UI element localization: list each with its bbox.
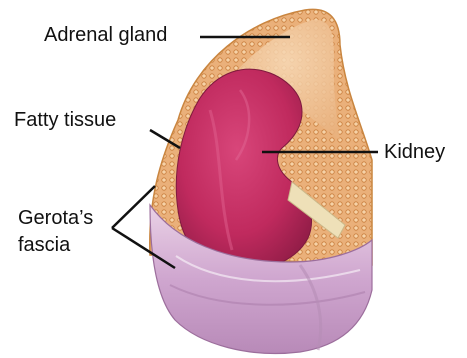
adrenal-gland-label: Adrenal gland [44,24,167,46]
gerotas-fascia-leader-upper [112,186,155,228]
kidney-label: Kidney [384,141,445,163]
gerotas-fascia-label-line1: Gerota’s [18,207,93,229]
fatty-tissue-label: Fatty tissue [14,109,116,131]
gerotas-fascia-label-line2: fascia [18,234,70,256]
